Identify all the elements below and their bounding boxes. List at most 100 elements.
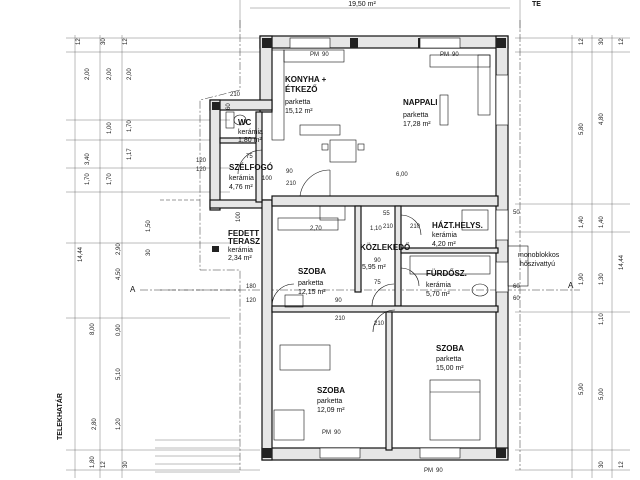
device-label-line2: hőszivattyú [520,261,555,268]
window-label: 90 [334,430,341,436]
dim-right-inner: 5,00 [599,388,605,400]
terrace-post [213,246,219,252]
dim-left-inner: 1,70 [127,120,133,132]
dim-inner: 90 [335,298,342,304]
dimension-lines [66,0,630,478]
dim-inner: 210 [410,224,421,230]
dim-left-outer: 8,00 [90,323,96,335]
room-name: NAPPALI [403,98,438,107]
dim-left-inner: 2,00 [107,68,113,80]
dim-inner: 6,00 [396,172,408,178]
section-mark-right: A [568,281,574,290]
dim-left-outer: 1,70 [85,173,91,185]
room-floor: kerámia [426,282,451,289]
dim-inner: 100 [262,176,273,182]
room-floor: kerámia [238,129,263,136]
heat-pump-unit [507,245,529,287]
dim-left-small: 12 [76,38,82,45]
dim-inner: 100 [236,211,242,222]
right-dimension-labels: 12 30 12 5,80 4,80 1,40 1,40 1,30 14,44 … [579,38,625,468]
dim-right-outer: 14,44 [619,254,625,270]
windows: PM 90 PM 90 PM 90 PM 90 [289,37,509,474]
dim-inner: 210 [230,92,241,98]
dim-right-outer: 5,90 [579,383,585,395]
room-area: 15,12 m² [285,108,313,115]
dim-right-inner: 1,30 [599,273,605,285]
dim-inner: 180 [246,284,257,290]
room-area: 17,28 m² [403,121,431,128]
property-line-label: TELEKHATÁR [55,393,64,440]
window-label: PM [322,430,331,436]
window-label: 90 [436,468,443,474]
room-name: KÖZLEKEDŐ [360,243,410,252]
doors [237,149,422,333]
dim-inner: 75 [246,154,253,160]
dim-right-small: 12 [619,461,625,468]
dim-left-small: 30 [123,461,129,468]
room-floor: parketta [317,398,342,405]
dim-left-outer: 3,40 [85,153,91,165]
dim-inner: 210 [383,224,394,230]
window-label: PM [310,52,319,58]
window-label: PM [424,468,433,474]
room-floor: kerámia [229,175,254,182]
dim-inner: 210 [335,316,346,322]
dim-left-inner: 1,50 [146,220,152,232]
paving-hatch [155,439,240,473]
dim-right-inner: 4,80 [599,113,605,125]
dim-left-outer: 2,90 [116,243,122,255]
room-area: 5,95 m² [362,264,386,271]
room-name: FÜRDŐSZ. [426,269,467,278]
dim-right-outer: 1,40 [579,216,585,228]
room-area: 1,80 m² [238,137,262,144]
dim-left-inner: 0,90 [116,324,122,336]
dim-inner: 50 [513,210,520,216]
dim-inner: 60 [513,284,520,290]
device-label-line1: monoblokkos [518,252,560,259]
dim-inner: 1,10 [370,226,382,232]
window-label: 90 [322,52,329,58]
room-name-2: TERASZ [228,237,260,246]
room-floor: kerámia [228,247,253,254]
room-floor: parketta [436,356,461,363]
room-name: SZOBA [436,344,464,353]
dim-left-inner: 1,20 [116,418,122,430]
room-floor: kerámia [432,232,457,239]
room-area: 12,15 m² [298,289,326,296]
dim-inner: 210 [286,181,297,187]
section-mark-left: A [130,285,136,294]
dim-inner: 60 [513,296,520,302]
inner-dimension-labels: 6,00 2,70 1,10 90 210 75 210 120 100 180… [196,92,520,327]
dim-left-small: 12 [101,461,107,468]
room-name: HÁZT.HELYS. [432,221,483,230]
dim-inner: 120 [196,167,207,173]
dim-inner: 75 [374,280,381,286]
roof-outline-left [199,20,241,470]
dim-right-inner: 1,40 [599,216,605,228]
dim-right-outer: 5,80 [579,123,585,135]
dim-left-outer: 1,80 [90,456,96,468]
dim-left-inner: 1,00 [107,122,113,134]
dim-inner: 210 [374,321,385,327]
dim-right-small: 12 [619,38,625,45]
dim-inner: 2,70 [310,226,322,232]
dim-inner: 120 [246,298,257,304]
room-floor: parketta [298,280,323,287]
dim-left-small: 12 [123,38,129,45]
top-width-label: 19,50 m² [348,1,376,8]
room-area: 15,00 m² [436,365,464,372]
dim-left-outer: 2,00 [85,68,91,80]
furniture [225,49,491,441]
dim-left-outer: 14,44 [78,246,84,262]
dim-left-outer: 5,10 [116,368,122,380]
dim-right-small: 30 [599,38,605,45]
room-name: SZOBA [298,267,326,276]
room-name: FEDETT [228,229,259,238]
room-floor: parketta [285,99,310,106]
top-right-label: TE [532,1,541,8]
dim-inner: 90 [286,169,293,175]
room-name-2: ÉTKEZŐ [285,85,317,94]
dim-left-inner: 1,17 [127,148,133,160]
room-area: 4,76 m² [229,184,253,191]
